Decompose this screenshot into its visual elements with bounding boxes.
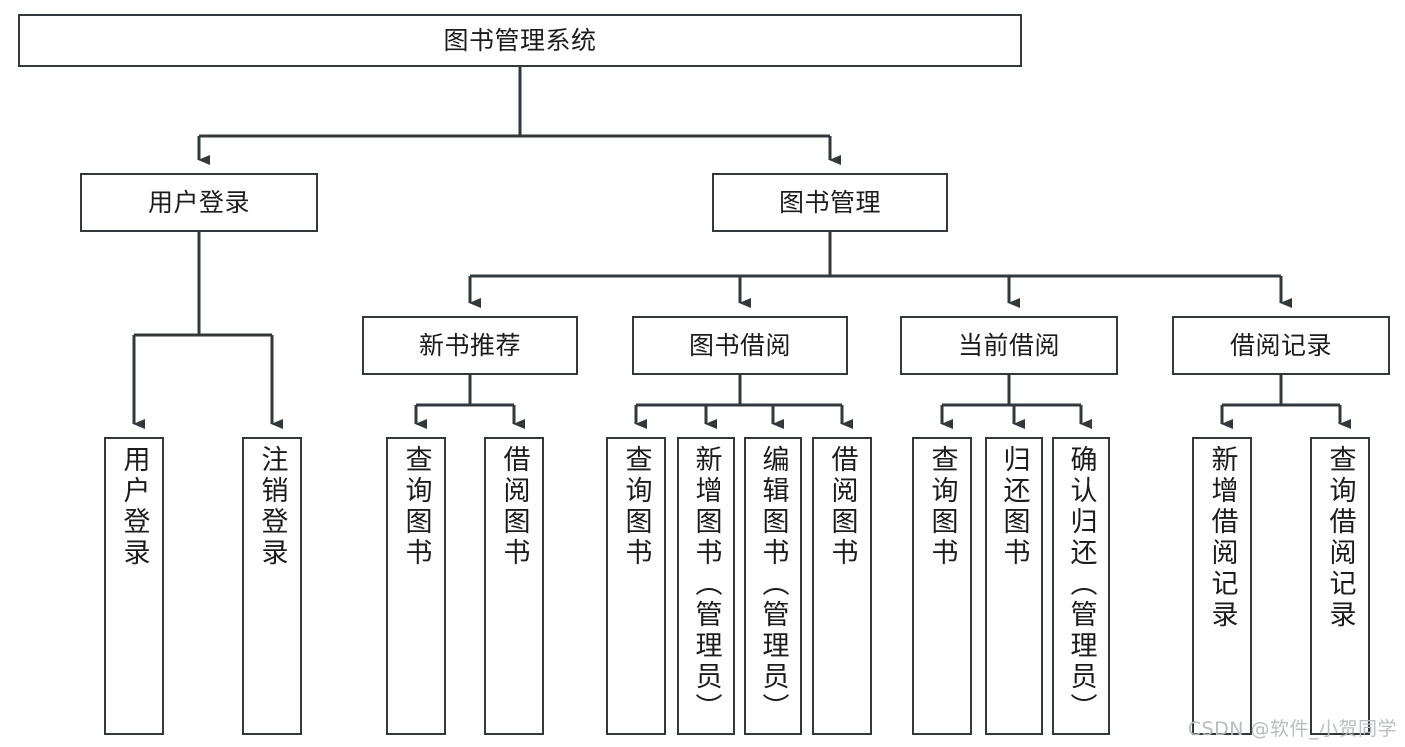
node-label: 查询图书 [400,445,432,569]
node-l2-book-management[interactable]: 图书管理 [712,173,948,232]
node-leaf-leaf-confirm-return-admin[interactable]: 确认归还（管理员） [1052,437,1110,735]
node-leaf-leaf-borrow-book[interactable]: 借阅图书 [812,437,872,735]
node-label: 编辑图书（管理员） [757,445,789,724]
node-label: 归还图书 [998,445,1030,569]
node-label: 当前借阅 [957,330,1060,360]
node-label: 借阅图书 [498,445,530,569]
node-l3-borrow-record[interactable]: 借阅记录 [1172,316,1390,375]
node-leaf-leaf-query-book-borrow[interactable]: 查询图书 [606,437,666,735]
node-label: 新增借阅记录 [1206,445,1238,631]
node-label: 新书推荐 [418,330,521,360]
node-leaf-leaf-user-login[interactable]: 用户登录 [104,437,164,735]
node-label: 借阅图书 [826,445,858,569]
node-leaf-leaf-return-book[interactable]: 归还图书 [985,437,1043,735]
node-leaf-leaf-query-book-current[interactable]: 查询图书 [912,437,972,735]
node-leaf-leaf-borrow-book-rec[interactable]: 借阅图书 [484,437,544,735]
node-leaf-leaf-edit-book-admin[interactable]: 编辑图书（管理员） [744,437,802,735]
node-leaf-leaf-query-borrow-record[interactable]: 查询借阅记录 [1310,437,1370,735]
node-label: 查询借阅记录 [1324,445,1356,631]
node-l3-current-borrow[interactable]: 当前借阅 [900,316,1118,375]
node-leaf-leaf-logout[interactable]: 注销登录 [242,437,302,735]
node-l3-book-borrow[interactable]: 图书借阅 [632,316,848,375]
node-label: 新增图书（管理员） [690,445,722,724]
node-label: 确认归还（管理员） [1065,445,1097,724]
node-leaf-leaf-query-book-rec[interactable]: 查询图书 [386,437,446,735]
node-label: 图书管理 [778,187,881,217]
node-l3-new-book-recommend[interactable]: 新书推荐 [362,316,578,375]
node-root-system[interactable]: 图书管理系统 [18,14,1022,67]
node-l2-user-login[interactable]: 用户登录 [80,173,318,232]
node-label: 用户登录 [147,187,250,217]
node-label: 借阅记录 [1229,330,1332,360]
node-label: 查询图书 [620,445,652,569]
node-label: 查询图书 [926,445,958,569]
node-leaf-leaf-add-borrow-record[interactable]: 新增借阅记录 [1192,437,1252,735]
node-label: 用户登录 [118,445,150,569]
node-label: 注销登录 [256,445,288,569]
node-leaf-leaf-add-book-admin[interactable]: 新增图书（管理员） [677,437,735,735]
node-label: 图书管理系统 [443,25,597,55]
node-label: 图书借阅 [688,330,791,360]
